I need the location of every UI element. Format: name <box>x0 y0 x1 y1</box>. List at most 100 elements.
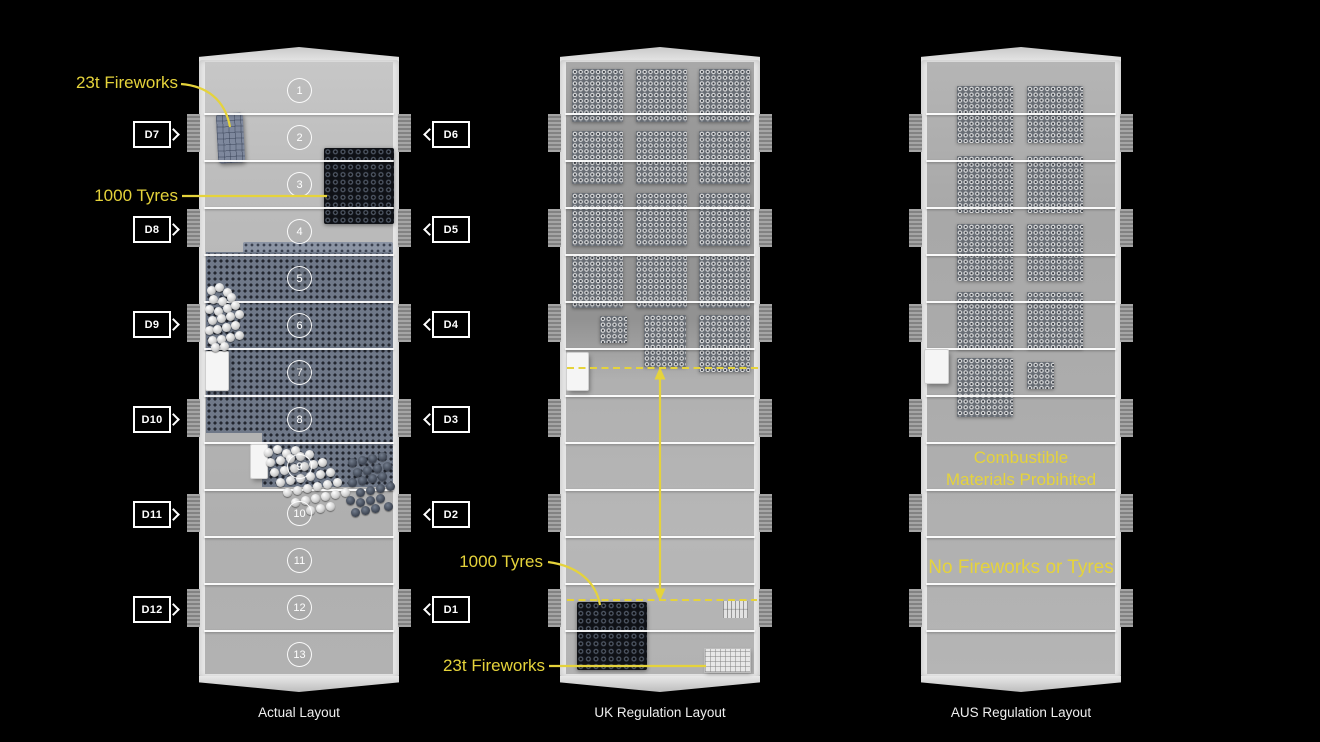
loose-barrel <box>341 488 350 497</box>
caption-aus-regulation-layout: AUS Regulation Layout <box>950 705 1092 720</box>
bay-number-11: 11 <box>287 548 312 573</box>
door-tag-D2: D2 <box>432 501 470 528</box>
loose-barrel <box>208 336 217 345</box>
door-stub <box>398 399 411 437</box>
bay-divider <box>565 160 755 163</box>
loose-barrel <box>283 488 292 497</box>
loose-barrel <box>215 283 224 292</box>
door-stub <box>548 589 561 627</box>
drum-pallet <box>636 193 687 246</box>
bay-divider <box>204 160 394 163</box>
door-tag-D7: D7 <box>133 121 171 148</box>
office-actual <box>206 352 228 390</box>
bay-divider <box>565 348 755 351</box>
loose-tyre <box>361 506 370 515</box>
loose-barrel <box>276 456 285 465</box>
loose-barrel <box>226 333 235 342</box>
door-stub <box>1120 589 1133 627</box>
bay-number-9: 9 <box>287 454 312 479</box>
loose-tyre <box>378 472 387 481</box>
bay-number-1: 1 <box>287 78 312 103</box>
bay-divider <box>926 630 1116 633</box>
door-stub <box>398 589 411 627</box>
door-stub <box>187 399 200 437</box>
loose-tyre <box>353 468 362 477</box>
bay-divider <box>204 395 394 398</box>
door-stub <box>759 304 772 342</box>
door-stub <box>1120 114 1133 152</box>
door-stub <box>187 589 200 627</box>
label-uk-fireworks: 23t Fireworks <box>442 656 545 675</box>
caption-uk-regulation-layout: UK Regulation Layout <box>594 705 726 720</box>
loose-barrel <box>264 448 273 457</box>
loose-tyre <box>358 476 367 485</box>
door-stub <box>548 209 561 247</box>
loose-tyre <box>363 466 372 475</box>
loose-barrel <box>217 314 226 323</box>
door-stub <box>548 399 561 437</box>
drum-pallet <box>957 224 1013 281</box>
loose-barrel <box>280 466 289 475</box>
loose-barrel <box>291 446 300 455</box>
loose-barrel <box>276 478 285 487</box>
loose-tyre <box>366 496 375 505</box>
loose-barrel <box>235 331 244 340</box>
bay-divider <box>926 442 1116 445</box>
building-base-uk <box>560 676 760 692</box>
loose-barrel <box>235 310 244 319</box>
bay-number-6: 6 <box>287 313 312 338</box>
label-actual-fireworks: 23t Fireworks <box>75 73 178 92</box>
bay-divider <box>926 536 1116 539</box>
door-stub <box>759 494 772 532</box>
door-tag-D1: D1 <box>432 596 470 623</box>
loose-barrel <box>231 321 240 330</box>
door-stub <box>548 114 561 152</box>
loose-tyre <box>368 474 377 483</box>
bay-divider <box>926 583 1116 586</box>
loose-tyre <box>356 488 365 497</box>
caption-actual-layout: Actual Layout <box>258 705 340 720</box>
loose-barrel <box>211 343 220 352</box>
loose-barrel <box>205 326 214 335</box>
door-stub <box>187 494 200 532</box>
loose-tyre <box>358 456 367 465</box>
loose-barrel <box>218 297 227 306</box>
bay-divider <box>926 254 1116 257</box>
bay-divider <box>204 301 394 304</box>
bay-divider <box>204 254 394 257</box>
door-stub <box>548 494 561 532</box>
door-stub <box>909 494 922 532</box>
bay-number-10: 10 <box>287 501 312 526</box>
label-aus-combustible: Combustible Materials Probihited <box>921 447 1121 491</box>
bay-divider <box>204 583 394 586</box>
bay-divider <box>204 442 394 445</box>
loose-barrel <box>306 472 315 481</box>
door-tag-D12: D12 <box>133 596 171 623</box>
door-stub <box>1120 209 1133 247</box>
door-tag-D6: D6 <box>432 121 470 148</box>
bay-divider <box>204 348 394 351</box>
bay-number-13: 13 <box>287 642 312 667</box>
bay-divider <box>565 207 755 210</box>
building-base-actual <box>199 676 399 692</box>
drum-pallet <box>572 131 623 184</box>
door-stub <box>909 114 922 152</box>
bay-divider <box>926 207 1116 210</box>
loose-barrel <box>321 492 330 501</box>
loose-barrel <box>311 494 320 503</box>
loose-barrel <box>270 468 279 477</box>
loose-barrel <box>231 301 240 310</box>
loose-barrel <box>331 490 340 499</box>
loose-barrel <box>217 335 226 344</box>
loose-tyre <box>366 486 375 495</box>
drum-pallet <box>699 255 750 308</box>
door-stub <box>759 209 772 247</box>
drum-pallet <box>636 255 687 308</box>
tipped-pallet-actual <box>251 445 267 478</box>
door-stub <box>187 114 200 152</box>
door-stub <box>909 304 922 342</box>
door-stub <box>398 114 411 152</box>
bay-number-7: 7 <box>287 360 312 385</box>
bay-divider <box>926 348 1116 351</box>
loose-barrel <box>222 323 231 332</box>
